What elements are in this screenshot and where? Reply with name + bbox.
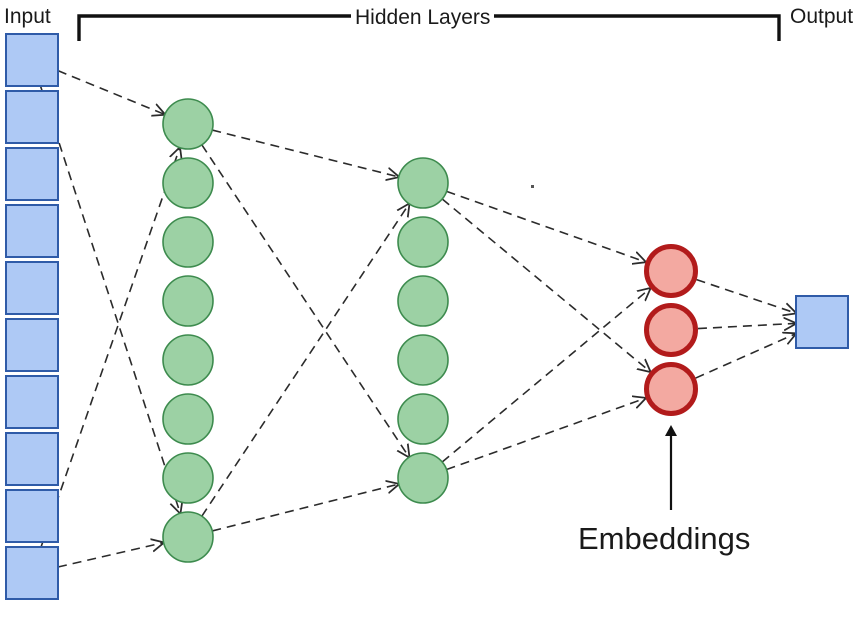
connection-line — [39, 85, 180, 512]
input-layer-label: Input — [4, 5, 51, 28]
node-embeddings-0 — [644, 244, 698, 298]
connection-line — [695, 334, 795, 379]
node-hidden-1-5 — [162, 393, 214, 445]
node-hidden-1-4 — [162, 334, 214, 386]
node-hidden-1-0 — [162, 98, 214, 150]
hidden-layers-label: Hidden Layers — [351, 7, 495, 28]
node-hidden-2-1 — [397, 216, 449, 268]
connection-line — [201, 144, 409, 457]
node-hidden-2-4 — [397, 393, 449, 445]
layer-nodes — [5, 33, 849, 600]
node-input-3 — [5, 204, 59, 258]
node-embeddings-1 — [644, 303, 698, 357]
node-input-8 — [5, 489, 59, 543]
connection-line — [212, 129, 398, 177]
node-input-0 — [5, 33, 59, 87]
connection-line — [446, 398, 645, 471]
node-hidden-2-2 — [397, 275, 449, 327]
embeddings-label: Embeddings — [578, 521, 751, 556]
node-hidden-1-6 — [162, 452, 214, 504]
connection-line — [446, 190, 645, 261]
node-input-1 — [5, 90, 59, 144]
connection-lines — [39, 69, 795, 568]
node-input-4 — [5, 261, 59, 315]
connection-line — [696, 278, 795, 313]
node-output-0 — [795, 295, 849, 349]
connection-line — [201, 205, 409, 517]
node-input-9 — [5, 546, 59, 600]
node-hidden-2-3 — [397, 334, 449, 386]
node-input-5 — [5, 318, 59, 372]
embeddings-annotation — [531, 185, 677, 510]
connection-line — [441, 198, 649, 371]
connection-line — [441, 289, 649, 463]
connection-line — [40, 149, 179, 548]
node-hidden-2-5 — [397, 452, 449, 504]
node-input-7 — [5, 432, 59, 486]
connection-line — [212, 484, 398, 532]
connection-line — [697, 323, 795, 328]
node-hidden-1-1 — [162, 157, 214, 209]
node-input-2 — [5, 147, 59, 201]
output-layer-label: Output — [790, 5, 854, 28]
node-hidden-1-2 — [162, 216, 214, 268]
node-embeddings-2 — [644, 362, 698, 416]
stray-mark — [531, 185, 534, 188]
node-hidden-1-3 — [162, 275, 214, 327]
node-input-6 — [5, 375, 59, 429]
connection-line — [57, 543, 163, 568]
node-hidden-2-0 — [397, 157, 449, 209]
connection-line — [57, 69, 164, 114]
node-hidden-1-7 — [162, 511, 214, 563]
